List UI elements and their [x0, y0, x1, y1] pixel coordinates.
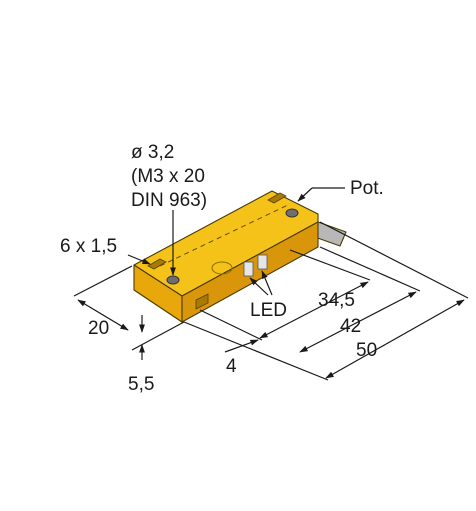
leader-led-1: [249, 277, 269, 296]
text-labels: ø 3,2 (M3 x 20 DIN 963) Pot. 6 x 1,5 LED…: [60, 142, 384, 395]
mounting-hole-rear: [285, 208, 299, 218]
dim-50-line: [325, 299, 465, 379]
led-window-2: [257, 254, 268, 270]
dim-50-label: 50: [356, 340, 377, 361]
sensing-face-logo: [211, 261, 233, 275]
dim-5-5-label: 5,5: [128, 374, 154, 395]
leader-slot: [127, 254, 151, 265]
dim-20-label: 20: [88, 318, 109, 339]
ext-left-top: [73, 265, 133, 297]
dim-34-5-label: 34,5: [318, 290, 355, 311]
slot-front-left: [147, 258, 167, 270]
screw-spec-label: (M3 x 20: [131, 166, 205, 187]
ext-rear: [319, 221, 469, 299]
dim-20-line: [77, 299, 129, 331]
leader-pot-2: [297, 187, 313, 202]
ext-left-bottom: [131, 321, 185, 351]
led-window-1: [243, 261, 254, 277]
led-label: LED: [250, 300, 287, 321]
dim-4-label: 4: [226, 356, 237, 377]
ext-front-bottom: [183, 321, 329, 381]
mounting-hole-front: [166, 275, 180, 285]
slot-size-label: 6 x 1,5: [60, 236, 117, 257]
ext-slot-bottom: [199, 309, 263, 341]
dim-4-line: [224, 339, 259, 353]
housing-center-line: [159, 203, 291, 267]
ext-34-5: [289, 249, 371, 281]
sensor-housing: [133, 190, 319, 323]
ext-42: [319, 246, 421, 292]
dimension-lines: [73, 221, 469, 381]
dim-42-label: 42: [340, 316, 361, 337]
slot-side: [195, 293, 209, 310]
slot-rear-right: [267, 192, 287, 204]
pot-label: Pot.: [350, 178, 384, 199]
hole-diameter-label: ø 3,2: [131, 142, 174, 163]
screw-standard-label: DIN 963): [131, 190, 207, 211]
